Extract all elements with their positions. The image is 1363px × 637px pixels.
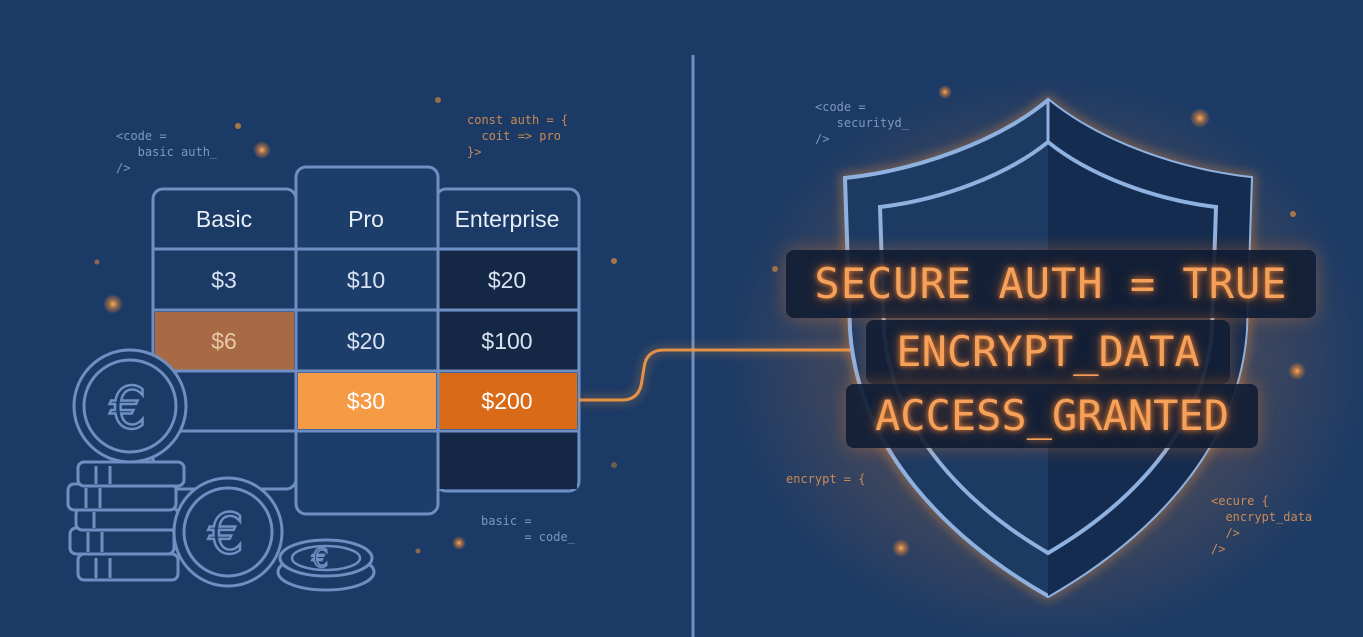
price-basic-1: $3 [211, 267, 237, 293]
shield-line-2-bg [866, 320, 1230, 384]
code-snippet-right-top: <code = securityd_ /> [815, 100, 909, 146]
cell-pro-3 [298, 373, 436, 429]
euro-coin-flat-icon: € [276, 538, 376, 592]
euro-coin-big-icon: € [72, 348, 188, 464]
header-enterprise: Enterprise [455, 206, 560, 232]
shield-line-1-bg [786, 250, 1316, 318]
header-basic: Basic [196, 206, 252, 232]
price-basic-2: $6 [211, 328, 237, 354]
cell-enterprise-3 [438, 373, 577, 429]
cell-enterprise-4 [438, 432, 577, 489]
svg-text:€: € [208, 502, 244, 567]
euro-coin-small-icon: € [172, 476, 284, 588]
code-snippet-mid-bottom: basic = = code_ [481, 514, 575, 544]
cell-enterprise-2 [438, 312, 577, 370]
price-enterprise-3: $200 [481, 388, 532, 414]
shield-line-2: ENCRYPT_DATA [896, 327, 1200, 376]
code-snippet-left-top: <code = basic auth_ /> [116, 129, 218, 175]
price-enterprise-2: $100 [481, 328, 532, 354]
shield-line-3: ACCESS_GRANTED [874, 391, 1229, 440]
shield-line-3-bg [846, 384, 1258, 448]
header-pro: Pro [348, 206, 384, 232]
pricing-table: Basic Pro Enterprise $3 $10 $20 $6 $20 $… [151, 165, 581, 516]
svg-text:€: € [312, 544, 329, 574]
cell-enterprise-1 [438, 251, 577, 309]
price-pro-1: $10 [347, 267, 385, 293]
price-enterprise-1: $20 [488, 267, 526, 293]
svg-text:€: € [110, 374, 147, 442]
price-pro-2: $20 [347, 328, 385, 354]
code-snippet-right-bottom: <ecure { encrypt_data /> /> [1211, 494, 1313, 556]
shield-line-1: SECURE AUTH = TRUE [814, 259, 1288, 308]
code-snippet-mid-top: const auth = { coit => pro }> [467, 113, 569, 159]
cell-basic-2 [155, 312, 294, 370]
coin-stack-icon [66, 460, 186, 582]
price-pro-3: $30 [347, 388, 385, 414]
code-snippet-right-mid: encrypt = { [786, 472, 866, 486]
